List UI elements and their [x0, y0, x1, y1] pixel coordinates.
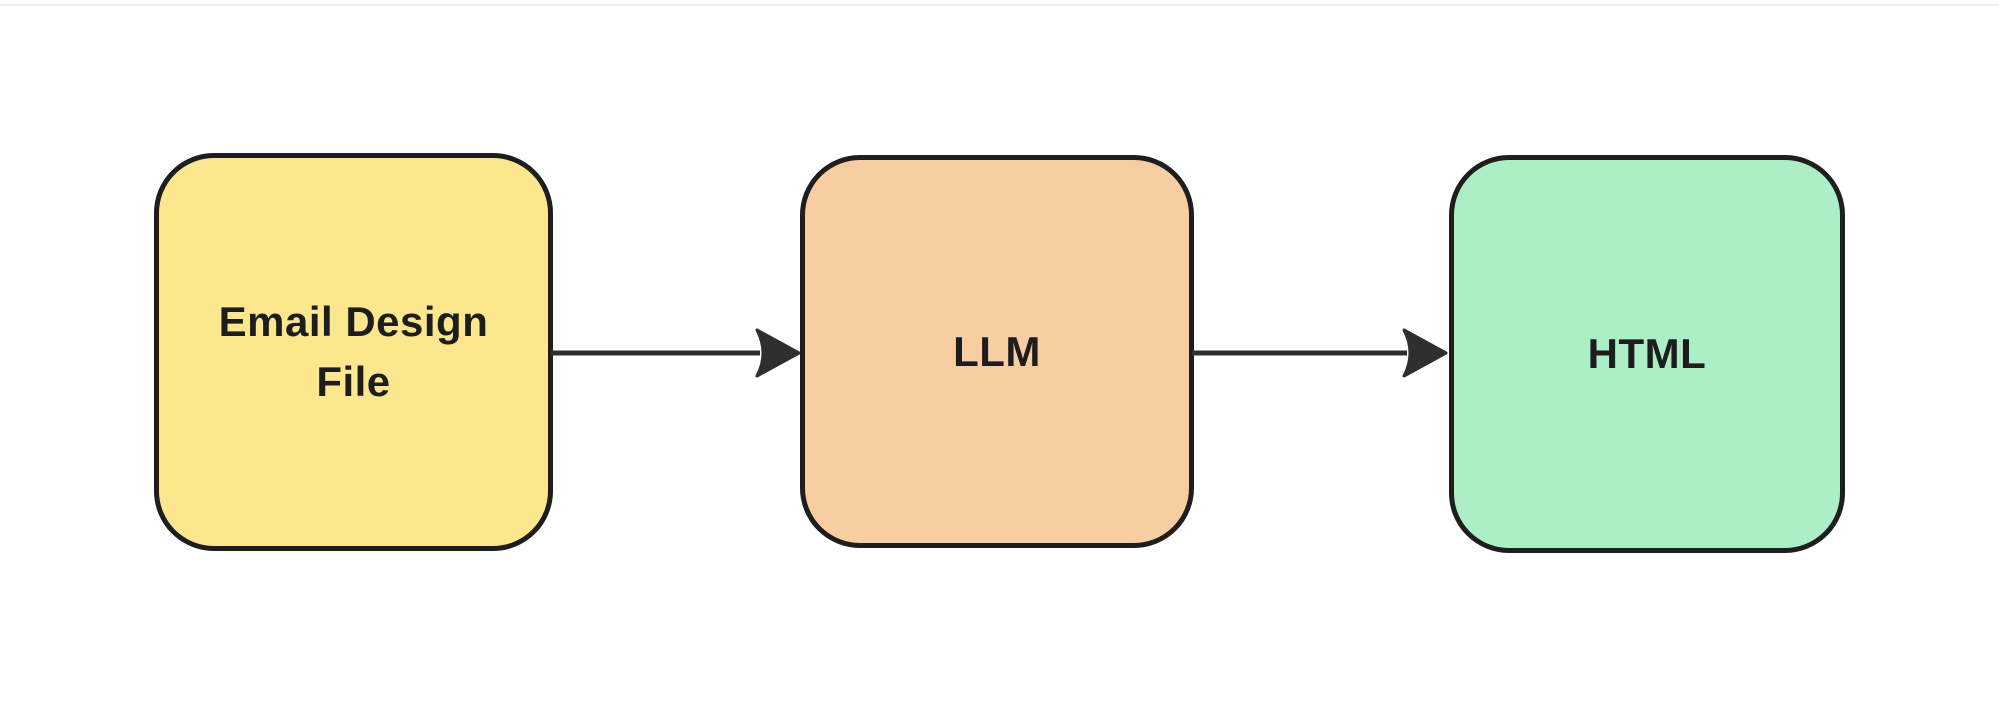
node-html-label: HTML	[1587, 330, 1707, 378]
node-html: HTML	[1449, 155, 1845, 553]
arrowhead-icon	[1402, 328, 1448, 378]
node-email-design-file: Email Design File	[154, 153, 553, 551]
node-email-design-file-label: Email Design File	[218, 298, 489, 405]
top-divider-line	[0, 4, 1999, 6]
arrow-llm-to-html	[1192, 323, 1449, 383]
node-llm: LLM	[800, 155, 1194, 548]
arrow-email-to-llm	[551, 323, 802, 383]
arrowhead-icon	[755, 328, 801, 378]
node-llm-label: LLM	[953, 327, 1041, 375]
